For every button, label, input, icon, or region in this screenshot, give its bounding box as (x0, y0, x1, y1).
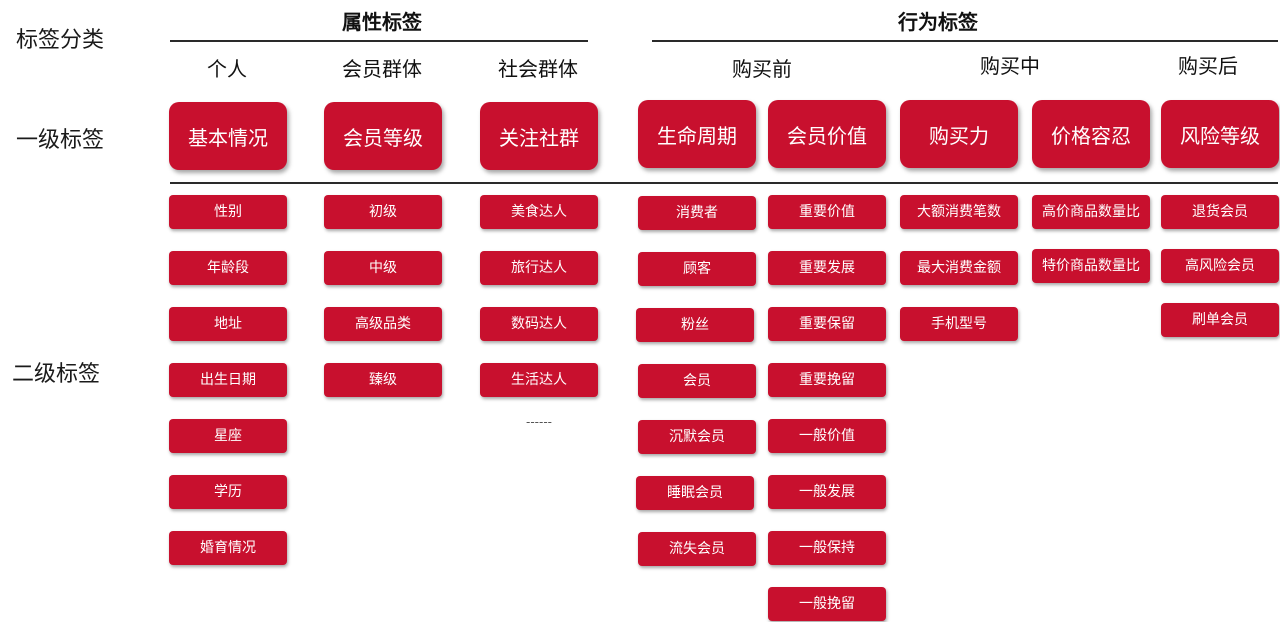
level1-tag-2: 关注社群 (480, 102, 598, 170)
group-title-attribute: 属性标签 (342, 10, 422, 34)
level1-tag-0: 基本情况 (169, 102, 287, 170)
level2-tag-3-5: 睡眠会员 (636, 476, 754, 510)
level2-tag-0-2: 地址 (169, 307, 287, 341)
level2-tag-4-4: 一般价值 (768, 419, 886, 453)
level2-tag-7-0: 退货会员 (1161, 195, 1279, 229)
column-head-pre-purchase: 购买前 (732, 57, 792, 81)
level2-tag-1-1: 中级 (324, 251, 442, 285)
level-divider (170, 182, 1278, 184)
level2-tag-4-2: 重要保留 (768, 307, 886, 341)
level1-tag-7: 风险等级 (1161, 100, 1279, 168)
row-label-category: 标签分类 (16, 28, 105, 53)
level2-tag-6-0: 高价商品数量比 (1032, 195, 1150, 229)
level2-tag-4-3: 重要挽留 (768, 363, 886, 397)
level2-tag-2-3: 生活达人 (480, 363, 598, 397)
group-underline-behavior (652, 40, 1278, 42)
level1-tag-1: 会员等级 (324, 102, 442, 170)
level2-tag-0-0: 性别 (169, 195, 287, 229)
level2-tag-4-1: 重要发展 (768, 251, 886, 285)
level2-tag-3-6: 流失会员 (638, 532, 756, 566)
level2-tag-0-6: 婚育情况 (169, 531, 287, 565)
level2-tag-3-0: 消费者 (638, 196, 756, 230)
column-head-personal: 个人 (207, 57, 247, 81)
column-head-social-group: 社会群体 (498, 57, 578, 81)
level2-tag-4-5: 一般发展 (768, 475, 886, 509)
level2-tag-3-4: 沉默会员 (638, 420, 756, 454)
level2-tag-3-3: 会员 (638, 364, 756, 398)
level2-tag-2-2: 数码达人 (480, 307, 598, 341)
level1-tag-4: 会员价值 (768, 100, 886, 168)
group-title-behavior: 行为标签 (898, 10, 978, 34)
level2-tag-0-4: 星座 (169, 419, 287, 453)
level2-tag-7-1: 高风险会员 (1161, 249, 1279, 283)
level2-tag-3-1: 顾客 (638, 252, 756, 286)
level2-tag-4-6: 一般保持 (768, 531, 886, 565)
level2-tag-5-1: 最大消费金额 (900, 251, 1018, 285)
level2-tag-6-1: 特价商品数量比 (1032, 249, 1150, 283)
level2-tag-5-2: 手机型号 (900, 307, 1018, 341)
row-label-level2: 二级标签 (12, 362, 101, 387)
group-underline-attribute (170, 40, 588, 42)
level2-tag-1-3: 臻级 (324, 363, 442, 397)
column-head-in-purchase: 购买中 (980, 54, 1040, 78)
level2-tag-1-0: 初级 (324, 195, 442, 229)
level2-tag-2-0: 美食达人 (480, 195, 598, 229)
level2-tag-0-5: 学历 (169, 475, 287, 509)
level1-tag-3: 生命周期 (638, 100, 756, 168)
level1-tag-5: 购买力 (900, 100, 1018, 168)
level2-tag-4-0: 重要价值 (768, 195, 886, 229)
column-head-post-purchase: 购买后 (1178, 54, 1238, 78)
more-ellipsis: ------ (526, 415, 552, 429)
level2-tag-7-2: 刷单会员 (1161, 303, 1279, 337)
level2-tag-2-1: 旅行达人 (480, 251, 598, 285)
level2-tag-0-1: 年龄段 (169, 251, 287, 285)
column-head-member-group: 会员群体 (342, 57, 422, 81)
level1-tag-6: 价格容忍 (1032, 100, 1150, 168)
level2-tag-3-2: 粉丝 (636, 308, 754, 342)
level2-tag-4-7: 一般挽留 (768, 587, 886, 621)
level2-tag-5-0: 大额消费笔数 (900, 195, 1018, 229)
level2-tag-0-3: 出生日期 (169, 363, 287, 397)
level2-tag-1-2: 高级品类 (324, 307, 442, 341)
row-label-level1: 一级标签 (16, 128, 105, 153)
